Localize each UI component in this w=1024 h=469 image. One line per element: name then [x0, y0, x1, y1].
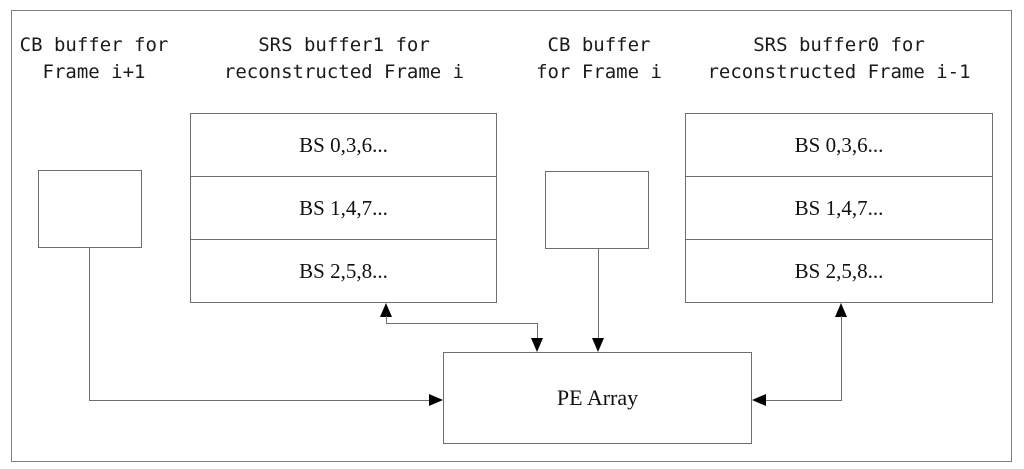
pe-array-box: PE Array: [443, 352, 752, 444]
label-cb-buffer-frame-i: CB buffer for Frame i: [536, 34, 662, 83]
arrow-head-into-pe-array-top-right: [592, 338, 604, 352]
arrow-head-into-pe-array-top-left: [531, 338, 543, 352]
arrow-head-into-pe-array-left: [429, 394, 443, 406]
connector-srs0-horizontal: [766, 400, 842, 401]
arrow-head-into-pe-array-right: [752, 394, 766, 406]
srs-buffer0-row: BS 1,4,7...: [686, 177, 992, 240]
label-cb-buffer-frame-i-plus-1: CB buffer for Frame i+1: [19, 34, 169, 83]
cb-buffer-box-frame-i-plus-1: [38, 170, 142, 248]
connector-srs1-down-to-pe: [537, 323, 538, 339]
label-srs-buffer0: SRS buffer0 for reconstructed Frame i-1: [707, 34, 971, 83]
srs-buffer1-table: BS 0,3,6... BS 1,4,7... BS 2,5,8...: [190, 113, 497, 303]
srs-buffer0-table: BS 0,3,6... BS 1,4,7... BS 2,5,8...: [685, 113, 993, 303]
pe-array-label: PE Array: [556, 385, 639, 410]
connector-srs1-vertical-stub: [386, 316, 387, 324]
srs-buffer0-row: BS 2,5,8...: [794, 258, 884, 283]
connector-srs1-horizontal: [386, 323, 537, 324]
connector-srs0-vertical: [841, 316, 842, 401]
srs-buffer0-row: BS 0,3,6...: [686, 114, 992, 177]
arrow-head-into-srs-buffer0: [835, 303, 847, 317]
cb-buffer-box-frame-i: [545, 171, 649, 249]
arrow-head-into-srs-buffer1: [380, 303, 392, 317]
connector-cb-left-vertical: [89, 248, 90, 401]
srs-buffer1-row: BS 2,5,8...: [299, 258, 388, 283]
srs-buffer1-row: BS 1,4,7...: [191, 177, 496, 240]
connector-cb-left-horizontal: [89, 400, 430, 401]
connector-cb-mid-vertical: [598, 249, 599, 338]
label-srs-buffer1: SRS buffer1 for reconstructed Frame i: [223, 34, 465, 83]
srs-buffer1-row: BS 0,3,6...: [191, 114, 496, 177]
